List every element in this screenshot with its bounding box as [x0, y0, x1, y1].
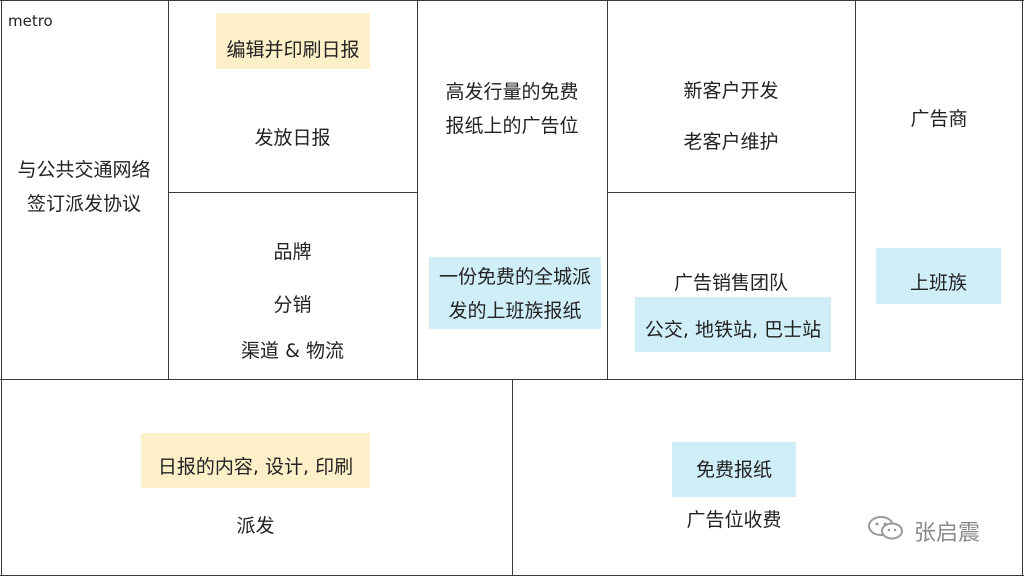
- divider: [512, 379, 513, 576]
- divider: [1022, 0, 1023, 576]
- cost-item: 派发: [236, 515, 275, 537]
- divider: [168, 0, 169, 379]
- cost-item: 日报的内容, 设计, 印刷: [157, 456, 354, 478]
- highlight-box: [635, 297, 831, 352]
- channel-item: 广告销售团队: [673, 272, 788, 294]
- revenue-item: 广告位收费: [686, 509, 782, 531]
- highlight-box: [672, 442, 796, 497]
- highlight-box: [429, 257, 601, 329]
- divider: [1, 0, 2, 576]
- customer-segment-item: 广告商: [910, 108, 968, 130]
- brand-label: metro: [8, 12, 53, 30]
- key-partners-line1: 与公共交通网络: [17, 159, 151, 181]
- watermark: 张启震: [866, 514, 980, 548]
- value-proposition-line: 发的上班族报纸: [448, 300, 582, 322]
- key-resource-item: 渠道 & 物流: [241, 340, 344, 362]
- highlight-box: [216, 13, 370, 69]
- customer-segment-item: 上班族: [909, 272, 967, 294]
- customer-relationship-item: 新客户开发: [683, 80, 779, 102]
- wechat-icon: [866, 514, 906, 548]
- customer-relationship-item: 老客户维护: [683, 131, 779, 153]
- key-activity-item: 发放日报: [254, 127, 331, 149]
- highlight-box: [876, 248, 1001, 304]
- divider: [855, 0, 856, 379]
- divider: [607, 0, 608, 379]
- key-partners-line2: 签订派发协议: [26, 193, 141, 215]
- divider: [417, 0, 418, 379]
- key-resource-item: 品牌: [273, 241, 312, 263]
- value-proposition-line: 一份免费的全城派: [438, 266, 591, 288]
- key-resource-item: 分销: [273, 294, 312, 316]
- channel-item: 公交, 地铁站, 巴士站: [644, 319, 822, 341]
- divider: [607, 192, 855, 193]
- divider: [0, 0, 1024, 1]
- value-proposition-line: 高发行量的免费: [445, 81, 579, 103]
- value-proposition-line: 报纸上的广告位: [445, 115, 579, 137]
- divider: [168, 192, 417, 193]
- key-activity-item: 编辑并印刷日报: [226, 39, 360, 61]
- highlight-box: [141, 433, 370, 488]
- revenue-item: 免费报纸: [695, 459, 772, 481]
- watermark-text: 张启震: [914, 521, 981, 546]
